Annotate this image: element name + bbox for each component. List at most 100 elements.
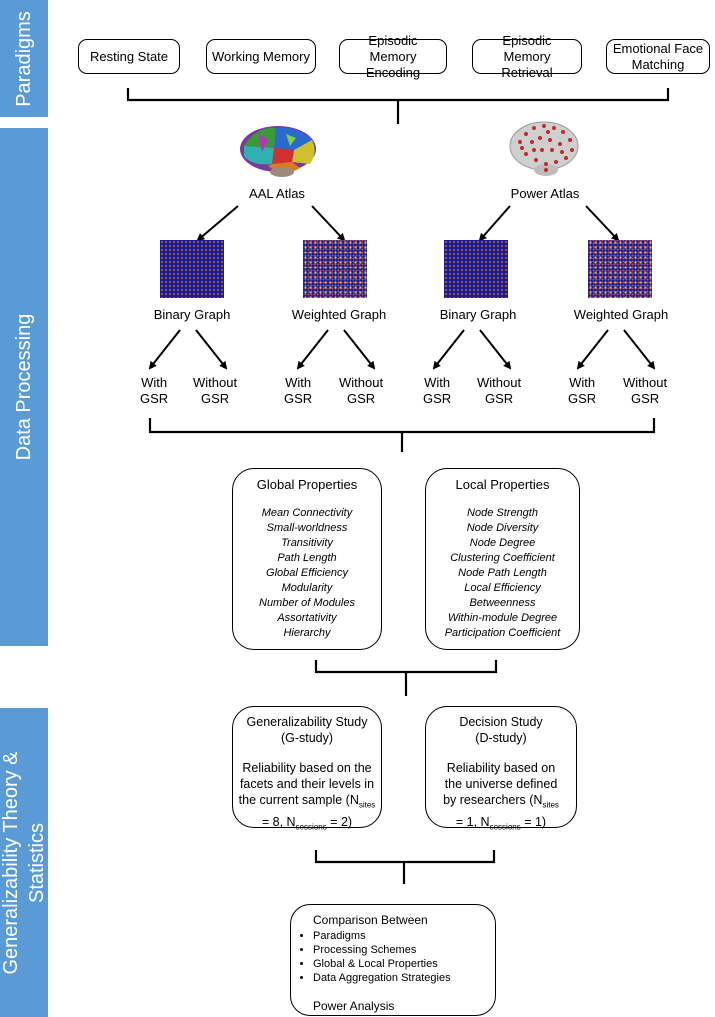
gsr-text: GSR bbox=[423, 391, 452, 406]
g-study-desc-text: = 8, N bbox=[261, 814, 296, 829]
d-study-desc-text: by researchers (N bbox=[443, 793, 543, 807]
comparison-item: Global & Local Properties bbox=[313, 957, 495, 971]
paradigm-episodic-encoding: Episodic Memory Encoding bbox=[339, 33, 447, 80]
gsr-with-text: With bbox=[569, 375, 596, 390]
aal-binary-matrix bbox=[160, 240, 224, 298]
global-property-item: Global Efficiency bbox=[266, 567, 348, 579]
g-study-desc-text: = 2) bbox=[326, 814, 353, 829]
power-binary-matrix bbox=[444, 240, 508, 298]
d-study-sub-sessions: sessions bbox=[489, 822, 521, 831]
arrow-power-binary bbox=[478, 205, 511, 242]
paradigm-resting-state: Resting State bbox=[78, 39, 180, 74]
gsr-without-text: Without bbox=[193, 375, 238, 390]
gsr-text: GSR bbox=[484, 391, 514, 406]
local-property-item: Local Efficiency bbox=[464, 582, 541, 594]
global-property-item: Path Length bbox=[277, 552, 337, 564]
aal-brain-image bbox=[240, 126, 316, 177]
global-property-item: Hierarchy bbox=[283, 627, 331, 639]
paradigm-episodic-retrieval: Episodic Memory Retrieval bbox=[472, 33, 582, 80]
global-properties-list: Mean Connectivity Small-worldness Transi… bbox=[233, 506, 381, 641]
global-property-item: Small-worldness bbox=[266, 522, 348, 534]
arrow-g4-with bbox=[576, 329, 609, 370]
gsr-text: GSR bbox=[284, 391, 313, 406]
d-study-box: Decision Study (D-study) Reliability bas… bbox=[425, 706, 577, 831]
local-property-item: Node Strength bbox=[467, 507, 538, 519]
bracket-paradigms bbox=[126, 88, 670, 124]
sidebar-paradigms: Paradigms bbox=[0, 0, 48, 117]
local-property-item: Node Diversity bbox=[466, 522, 539, 534]
d-study-title-line: Decision Study bbox=[459, 715, 543, 729]
d-study-desc-line: = 1, Nsessions = 1) bbox=[426, 814, 576, 836]
paradigm-label: Episodic Memory Retrieval bbox=[501, 32, 553, 80]
power-atlas-label: Power Atlas bbox=[510, 186, 580, 201]
graph-label-weighted-aal: Weighted Graph bbox=[291, 307, 387, 322]
global-properties-box: Global Properties Mean Connectivity Smal… bbox=[232, 468, 382, 650]
g-study-desc-line: facets and their levels in bbox=[239, 777, 375, 791]
bracket-processing bbox=[148, 418, 656, 452]
local-properties-box: Local Properties Node Strength Node Dive… bbox=[425, 468, 580, 650]
bracket-studies bbox=[314, 850, 496, 884]
gsr-text: GSR bbox=[200, 391, 230, 406]
global-property-item: Mean Connectivity bbox=[261, 507, 353, 519]
local-property-item: Node Path Length bbox=[458, 567, 547, 579]
graph-label-binary-power: Binary Graph bbox=[439, 307, 517, 322]
d-study-sub-sites: sites bbox=[542, 800, 559, 810]
comparison-list: Paradigms Processing Schemes Global & Lo… bbox=[291, 929, 495, 985]
global-property-item: Modularity bbox=[281, 582, 333, 594]
arrow-g1-without bbox=[195, 329, 228, 370]
gsr-without-text: Without bbox=[623, 375, 668, 390]
g-study-title-line: Generalizability Study bbox=[246, 715, 368, 729]
local-property-item: Node Degree bbox=[469, 537, 536, 549]
power-analysis-label: Power Analysis bbox=[313, 999, 395, 1013]
arrow-g1-with bbox=[148, 329, 181, 370]
d-study-desc-text: = 1, N bbox=[455, 814, 490, 829]
arrow-g4-without bbox=[623, 329, 656, 370]
gsr-text: GSR bbox=[346, 391, 376, 406]
arrow-g2-with bbox=[296, 329, 329, 370]
local-property-item: Participation Coefficient bbox=[444, 627, 561, 639]
g-study-desc-line: = 8, Nsessions = 2) bbox=[233, 814, 381, 836]
global-property-item: Transitivity bbox=[281, 537, 333, 549]
gsr-without-text: Without bbox=[339, 375, 384, 390]
arrow-g3-without bbox=[479, 329, 512, 370]
local-property-item: Within-module Degree bbox=[447, 612, 558, 624]
g-study-desc-text: the current sample (N bbox=[238, 793, 359, 807]
local-properties-title: Local Properties bbox=[455, 477, 550, 492]
paradigm-label: Working Memory bbox=[211, 48, 310, 64]
comparison-item: Data Aggregation Strategies bbox=[313, 971, 495, 985]
d-study-desc-line: by researchers (Nsites bbox=[426, 792, 576, 814]
graph-label-binary-aal: Binary Graph bbox=[153, 307, 231, 322]
paradigm-label: Resting State bbox=[89, 48, 169, 64]
g-study-sub-sites: sites bbox=[358, 800, 376, 810]
g-study-sub-sessions: sessions bbox=[295, 822, 327, 831]
bracket-properties bbox=[314, 660, 498, 696]
gsr-without-text: Without bbox=[477, 375, 522, 390]
paradigm-label: Episodic Memory Encoding bbox=[365, 32, 421, 80]
d-study-subtitle: (D-study) bbox=[475, 731, 527, 745]
gsr-text: GSR bbox=[568, 391, 597, 406]
local-property-item: Betweenness bbox=[469, 597, 536, 609]
power-weighted-matrix bbox=[588, 240, 652, 298]
g-study-description: Reliability based on the facets and thei… bbox=[233, 760, 381, 835]
g-study-desc-line: the current sample (Nsites bbox=[233, 792, 381, 814]
aal-atlas-label: AAL Atlas bbox=[249, 186, 305, 201]
d-study-desc-line: the universe defined bbox=[444, 777, 558, 791]
aal-weighted-matrix bbox=[303, 240, 367, 298]
global-property-item: Number of Modules bbox=[259, 597, 355, 609]
sidebar-data-processing: Data Processing bbox=[0, 128, 48, 646]
gsr-with-text: With bbox=[141, 375, 168, 390]
d-study-title: Decision Study (D-study) bbox=[426, 714, 576, 746]
gsr-with-text: With bbox=[285, 375, 312, 390]
arrow-power-weighted bbox=[585, 205, 620, 242]
gsr-text: GSR bbox=[140, 391, 169, 406]
paradigm-working-memory: Working Memory bbox=[206, 39, 316, 74]
g-study-subtitle: (G-study) bbox=[280, 731, 334, 745]
local-property-item: Clustering Coefficient bbox=[450, 552, 555, 564]
